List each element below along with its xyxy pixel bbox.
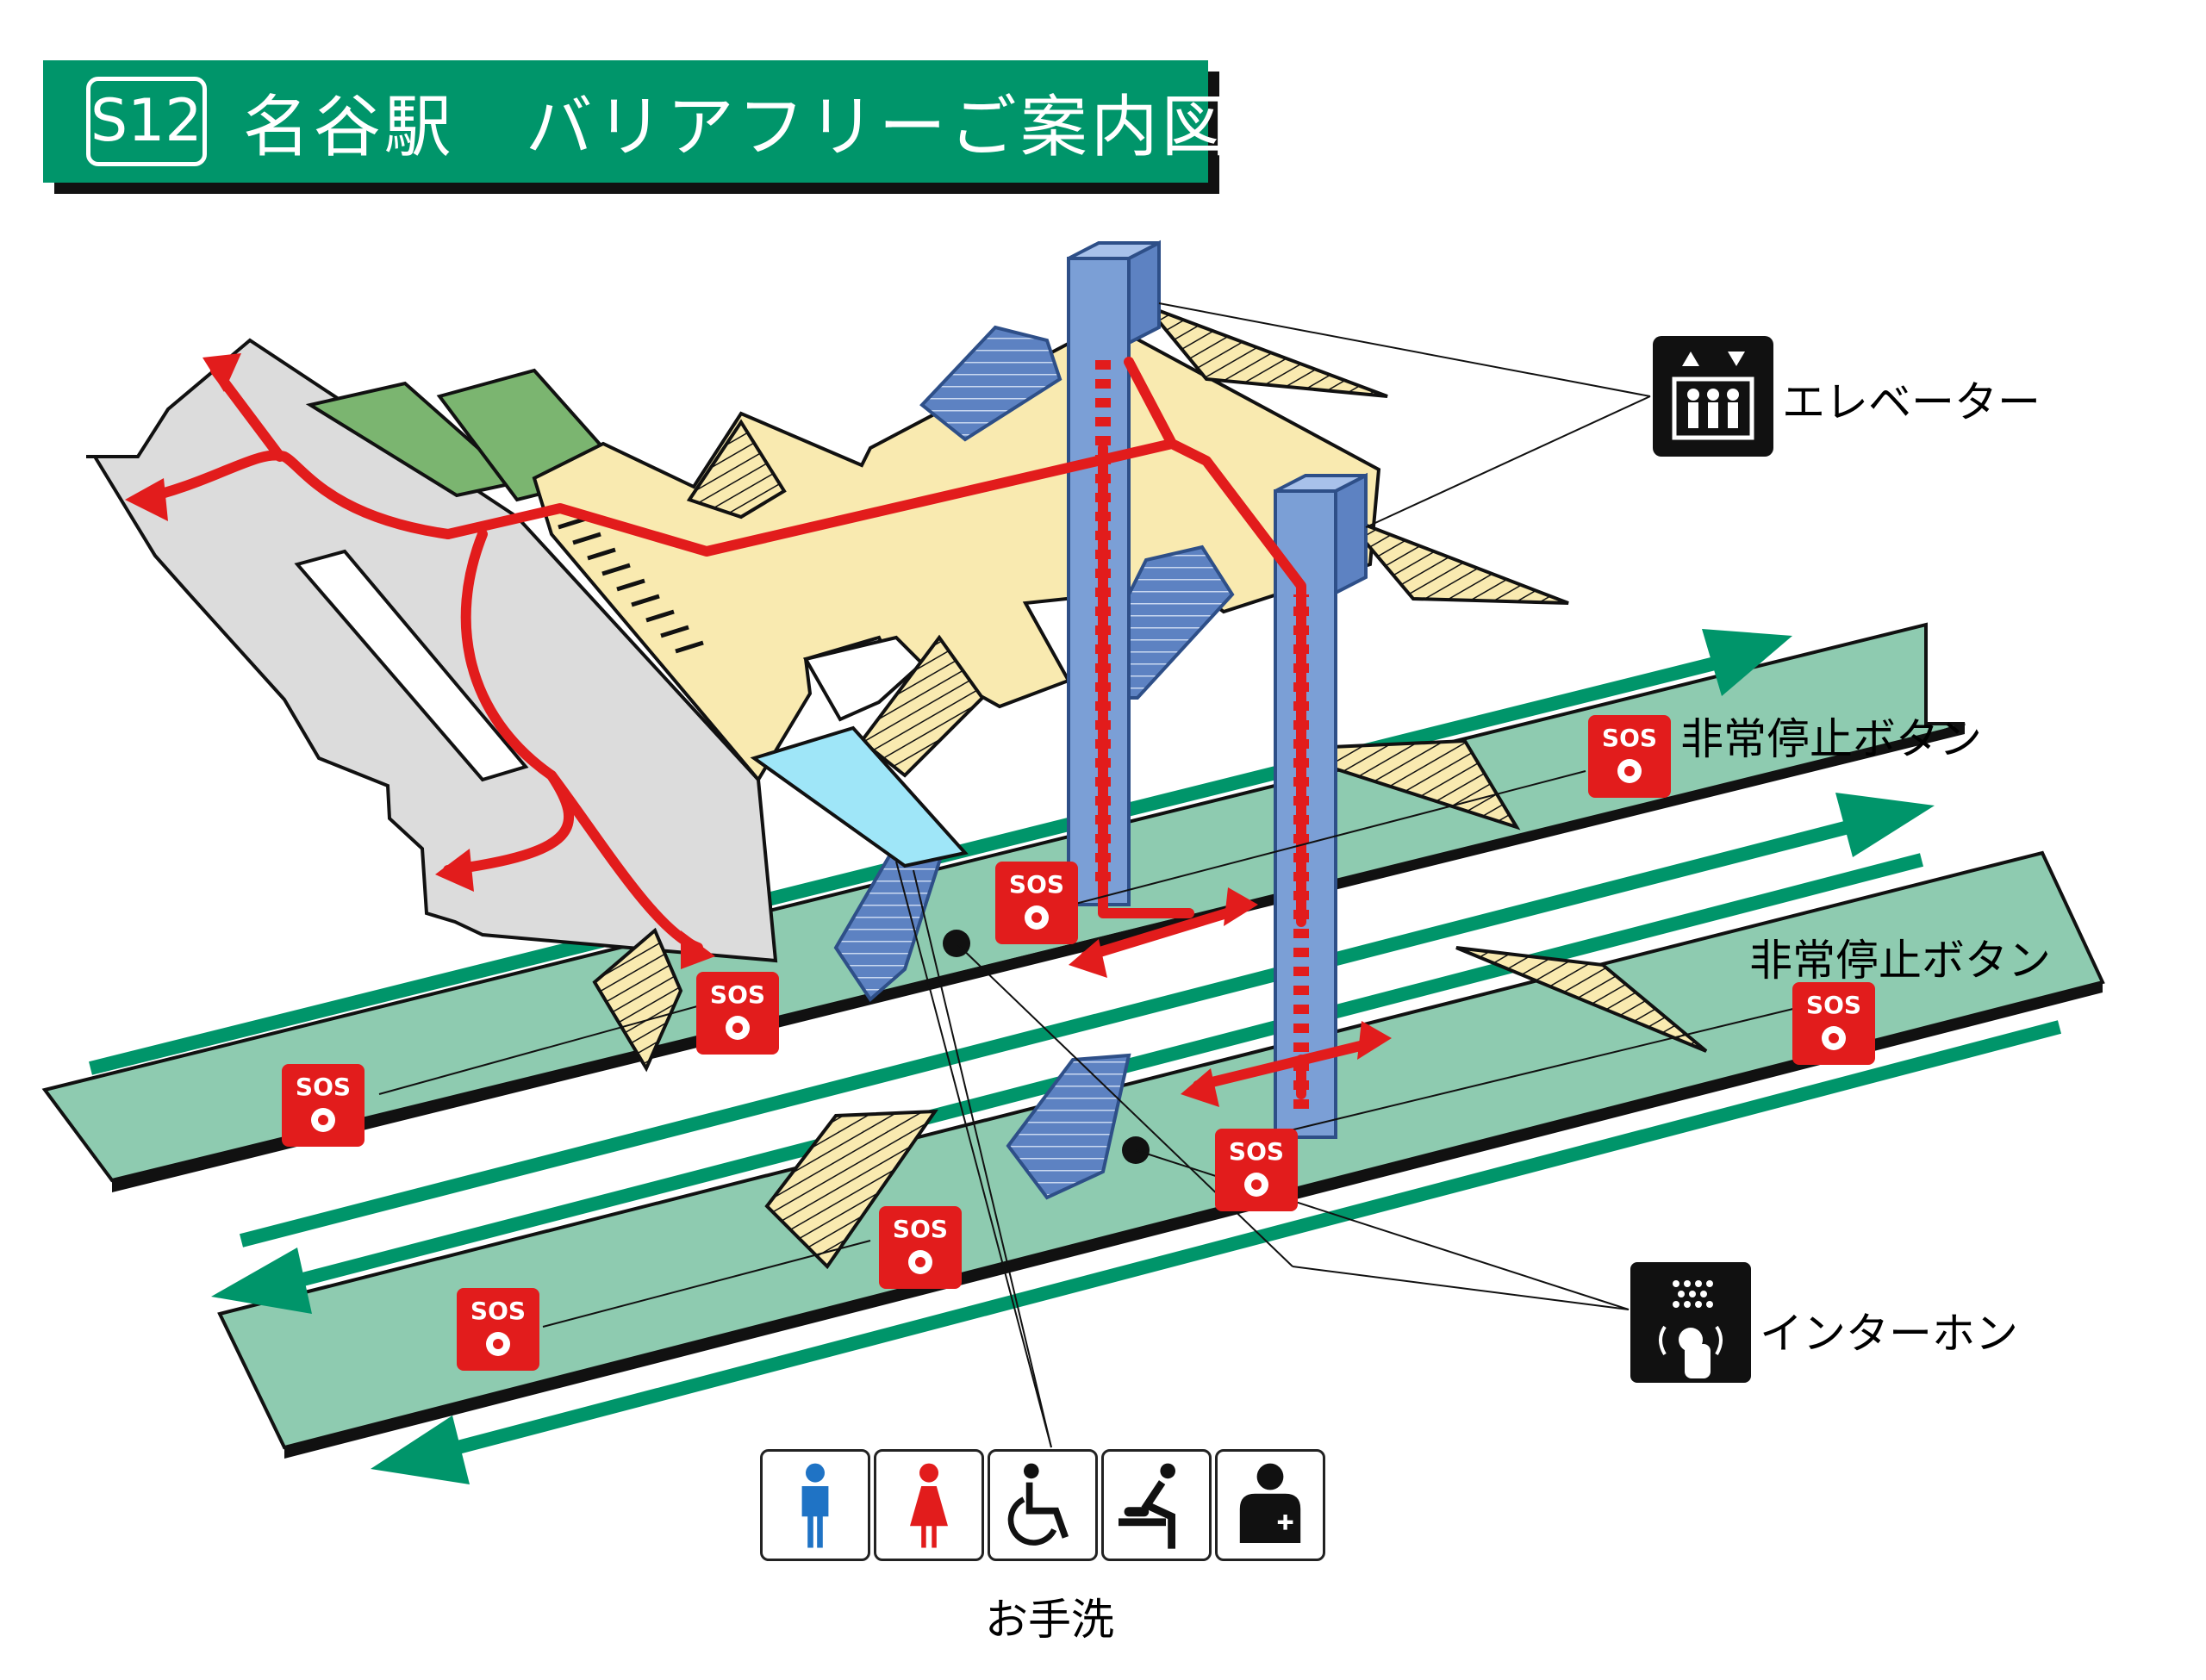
page-title: 名谷駅 バリアフリーご案内図 — [242, 89, 1232, 166]
intercom-label: インターホン — [1760, 1309, 2018, 1359]
svg-text:SOS: SOS — [1806, 991, 1861, 1019]
sos-button-icon: SOS — [282, 1064, 365, 1147]
svg-text:SOS: SOS — [470, 1297, 526, 1325]
svg-text:SOS: SOS — [710, 980, 765, 1009]
station-code: S12 — [86, 77, 207, 166]
male-icon — [760, 1449, 870, 1561]
emergency-stop-label-2: 非常停止ボタン — [1749, 936, 2051, 986]
svg-text:SOS: SOS — [1229, 1137, 1284, 1166]
intercom-icon — [1630, 1262, 1751, 1383]
stairs-platform-1 — [859, 634, 985, 778]
stairs-elevator-top — [1140, 302, 1388, 398]
concourse-ramp-marks — [558, 516, 704, 654]
sos-button-icon: SOS — [1792, 982, 1875, 1065]
svg-text:SOS: SOS — [296, 1073, 351, 1101]
sos-button-icon: SOS — [879, 1206, 962, 1289]
female-icon — [874, 1449, 984, 1561]
stairs-elevator-mid — [1343, 515, 1569, 605]
track-arrow-4 — [371, 1020, 2062, 1484]
ostomate-icon — [1215, 1449, 1325, 1561]
track-arrow-2 — [240, 793, 1935, 1248]
stairs-platform-5 — [764, 1109, 938, 1270]
sos-button-icon: SOS — [1215, 1129, 1298, 1211]
restroom-leader-line — [895, 861, 1052, 1448]
wheelchair-icon — [988, 1449, 1098, 1561]
stairs-concourse-1 — [686, 419, 787, 520]
restroom-legend — [760, 1449, 1325, 1561]
escalator-lower-2 — [1006, 1053, 1131, 1200]
svg-text:SOS: SOS — [893, 1215, 948, 1243]
emergency-stop-label-1: 非常停止ボタン — [1680, 714, 1982, 764]
route-dashed-vertical — [1095, 353, 1309, 1111]
baby-changing-icon — [1101, 1449, 1212, 1561]
accessible-passage — [750, 725, 969, 868]
street-level-area — [86, 338, 778, 963]
svg-text:SOS: SOS — [1009, 870, 1064, 899]
stairs-platform-3 — [592, 927, 683, 1073]
sos-button-icon: SOS — [1588, 715, 1671, 798]
restroom-label: お手洗 — [985, 1595, 1114, 1645]
leader-lines — [378, 302, 1798, 1448]
elevator-icon — [1653, 336, 1773, 457]
title-bar: S12 名谷駅 バリアフリーご案内図 — [43, 60, 1229, 183]
sos-button-icon: SOS — [696, 972, 779, 1055]
sos-button-icon: SOS — [995, 862, 1078, 944]
escalator-top — [919, 325, 1062, 442]
svg-text:SOS: SOS — [1602, 724, 1657, 752]
stairs-platform-4 — [1455, 946, 1708, 1053]
elevator-label: エレベーター — [1782, 377, 2041, 427]
route-arrowheads — [125, 353, 1392, 1107]
sos-button-icon: SOS — [457, 1288, 539, 1371]
